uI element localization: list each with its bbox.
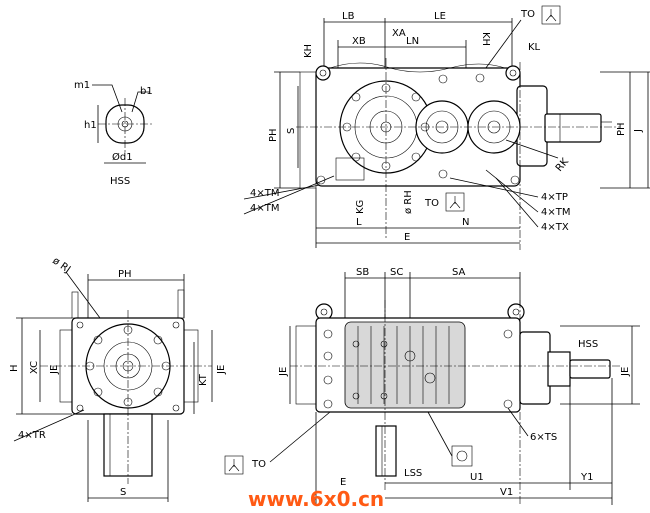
label-je-bottom-right: JE [620, 367, 631, 377]
label-4xtp: 4×TP [541, 192, 568, 203]
oil-drain-symbol-mid [445, 192, 465, 212]
label-je-side-left: JE [49, 365, 60, 375]
label-to-bottom: TO [251, 459, 266, 470]
label-b1: b1 [140, 86, 153, 97]
label-to-top: TO [520, 9, 535, 20]
label-sb: SB [356, 267, 369, 278]
oil-drain-symbol-bottom [224, 455, 244, 475]
label-4xtm-2: 4×TM [250, 203, 279, 214]
label-xb: XB [352, 36, 366, 47]
watermark: www.6x0.cn [248, 487, 384, 511]
label-hss-small: HSS [110, 176, 130, 187]
label-l: L [356, 217, 362, 228]
label-sa: SA [452, 267, 466, 278]
oil-drain-symbol-top [541, 5, 561, 25]
label-j: J [633, 129, 644, 133]
label-lb: LB [342, 11, 355, 22]
label-u1: U1 [470, 472, 484, 483]
label-e-bottom: E [340, 477, 346, 488]
label-ph-side: PH [118, 269, 132, 280]
label-kh-left: KH [303, 44, 314, 58]
label-le: LE [434, 11, 446, 22]
label-ph-top: PH [268, 128, 279, 142]
side-view: ø RJ PH H XC JE KT JE [9, 255, 227, 502]
label-e: E [404, 232, 410, 243]
label-v1: V1 [500, 487, 513, 498]
label-je-bottom-left: JE [278, 367, 289, 377]
label-h1: h1 [84, 120, 97, 131]
top-view: LB XA LE XB LN KH KH KL TO [243, 5, 650, 250]
label-kg: KG [355, 200, 366, 214]
label-s-side: S [120, 487, 126, 498]
hss-shaft-detail: m1 b1 h1 Ød1 HSS [74, 80, 153, 187]
label-4xtr: 4×TR [18, 430, 46, 441]
label-4xtm-3: 4×TM [541, 207, 570, 218]
filler-symbol-bottom [451, 445, 473, 467]
label-rk: RK [554, 156, 571, 174]
label-xa: XA [392, 28, 406, 39]
label-hss-bottom: HSS [578, 339, 598, 350]
label-to-mid: TO [424, 198, 439, 209]
label-m1: m1 [74, 80, 90, 91]
label-rh: ø RH [403, 190, 414, 214]
label-kl: KL [528, 42, 541, 53]
label-d1: Ød1 [112, 151, 133, 163]
label-s-top: S [286, 128, 297, 134]
bottom-view: SB SC SA HSS LSS [224, 267, 640, 505]
label-n: N [462, 217, 469, 228]
label-rj: ø RJ [50, 255, 72, 275]
label-ln: LN [406, 36, 419, 47]
label-6xts: 6×TS [530, 432, 557, 443]
label-4xtm-1: 4×TM [250, 188, 279, 199]
label-ph-right: PH [616, 122, 627, 136]
label-y1: Y1 [580, 472, 593, 483]
label-sc: SC [390, 267, 403, 278]
label-kt: KT [198, 373, 209, 386]
label-4xtx: 4×TX [541, 222, 569, 233]
label-h: H [9, 364, 20, 372]
label-je-side-right: JE [216, 365, 227, 375]
label-lss: LSS [404, 468, 422, 479]
label-xc: XC [29, 361, 40, 374]
label-kh-right: KH [480, 32, 491, 46]
